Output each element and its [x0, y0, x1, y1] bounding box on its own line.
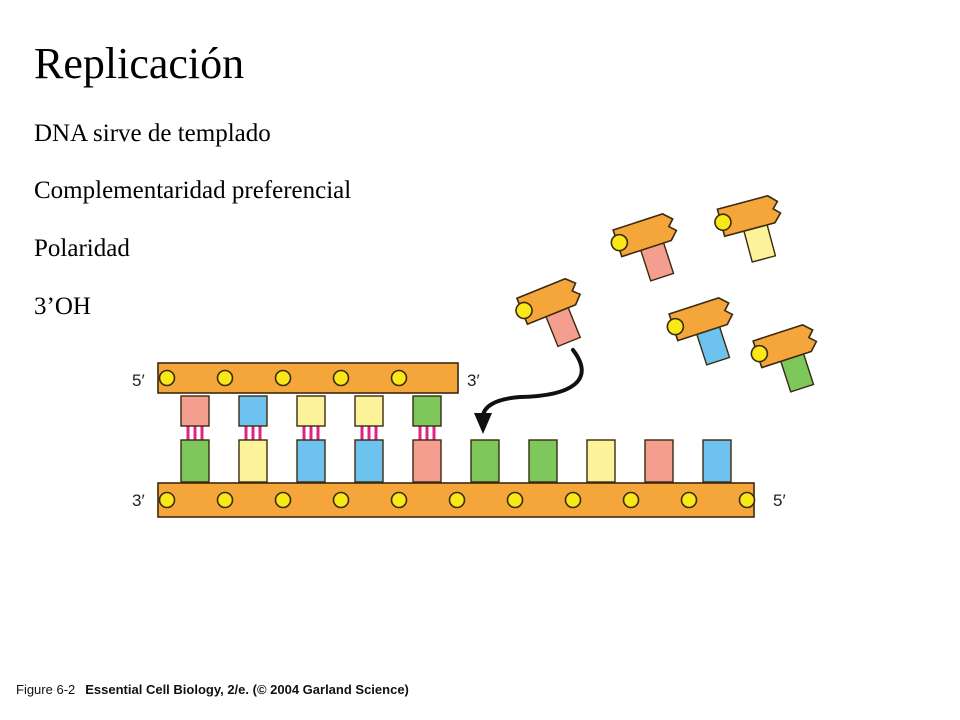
phosphate — [564, 491, 582, 509]
base-new-A — [412, 395, 442, 427]
base-template-G — [644, 439, 674, 483]
figure-caption: Figure 6-2 Essential Cell Biology, 2/e. (… — [16, 682, 409, 697]
free-nucleotide-C — [666, 297, 734, 366]
base-template-A — [528, 439, 558, 483]
base-template-A — [470, 439, 500, 483]
bases — [180, 395, 732, 483]
free-phosphate — [714, 213, 732, 232]
new-strand-backbone-bar — [157, 362, 459, 394]
phosphate — [738, 491, 756, 509]
label-new-5: 5′ — [132, 371, 145, 390]
label-template-3: 3′ — [132, 491, 145, 510]
figure-number: Figure 6-2 — [16, 682, 76, 697]
label-new-3: 3′ — [467, 371, 480, 390]
base-new-T — [296, 395, 326, 427]
base-template-C — [296, 439, 326, 483]
free-sugar — [668, 297, 734, 342]
free-sugar — [515, 277, 582, 326]
strand-end-labels: 5′ 3′ 3′ 5′ — [132, 371, 786, 510]
new-strand-backbone — [157, 362, 459, 394]
free-sugar — [752, 324, 818, 369]
free-sugar — [716, 194, 782, 238]
bullet-polarity: Polaridad — [34, 235, 130, 262]
phosphate — [216, 369, 234, 387]
arrow-head — [474, 413, 492, 434]
bullet-complementarity: Complementaridad preferencial — [34, 177, 352, 204]
base-new-G — [180, 395, 210, 427]
phosphate — [216, 491, 234, 509]
phosphate — [274, 491, 292, 509]
base-template-C — [354, 439, 384, 483]
slide-title: Replicación — [34, 39, 245, 88]
phosphate — [448, 491, 466, 509]
label-template-5: 5′ — [773, 491, 786, 510]
hydrogen-bonds — [186, 426, 436, 440]
free-nucleotide-T — [714, 194, 782, 263]
phosphate — [390, 369, 408, 387]
backbones — [157, 362, 756, 518]
phosphate — [158, 369, 176, 387]
template-strand-backbone — [157, 482, 756, 518]
phosphate — [274, 369, 292, 387]
phosphate — [680, 491, 698, 509]
phosphate — [332, 491, 350, 509]
arrow-shaft — [481, 348, 584, 418]
base-template-A — [180, 439, 210, 483]
base-template-C — [702, 439, 732, 483]
phosphate — [622, 491, 640, 509]
phosphate — [332, 369, 350, 387]
base-new-C — [238, 395, 268, 427]
free-phosphate — [666, 317, 685, 336]
free-phosphate — [610, 233, 629, 252]
bullet-3oh: 3’OH — [34, 293, 91, 320]
free-phosphate — [750, 344, 769, 363]
base-new-T — [354, 395, 384, 427]
phosphate — [158, 491, 176, 509]
free-nucleotide-G — [610, 213, 678, 282]
free-nucleotide-G — [515, 277, 582, 348]
incorporation-arrow — [474, 348, 584, 434]
base-template-T — [586, 439, 616, 483]
phosphate — [390, 491, 408, 509]
bullet-template: DNA sirve de templado — [34, 120, 271, 147]
free-sugar — [612, 213, 678, 258]
figure-source: Essential Cell Biology, 2/e. (© 2004 Gar… — [85, 682, 409, 697]
base-template-G — [412, 439, 442, 483]
phosphate — [506, 491, 524, 509]
free-nucleotide-A — [750, 324, 818, 393]
base-template-T — [238, 439, 268, 483]
free-phosphate — [515, 301, 533, 320]
free-nucleotides — [515, 194, 818, 393]
